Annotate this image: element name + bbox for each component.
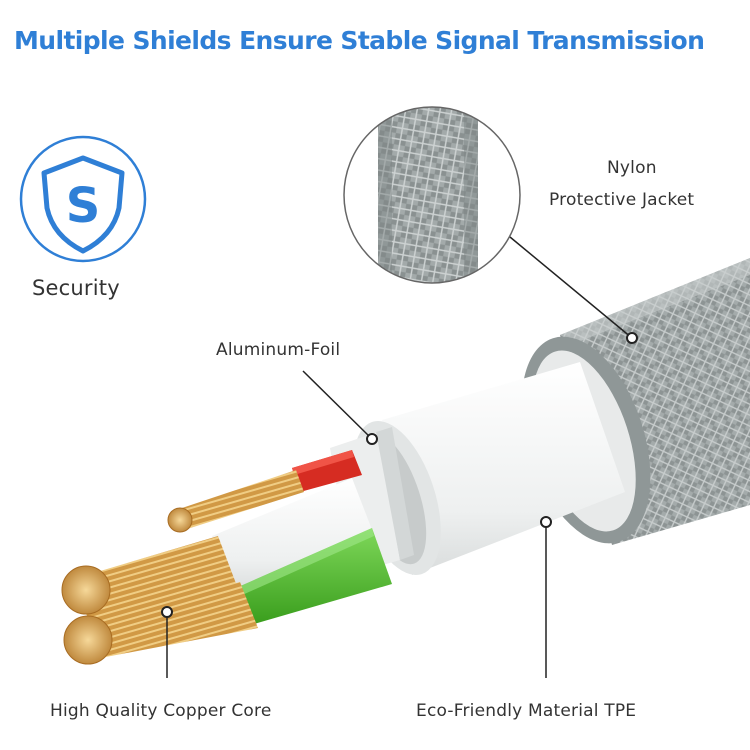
nylon-label-line1: Nylon [607, 158, 657, 178]
security-badge: S [19, 135, 147, 263]
nylon-dot [626, 332, 638, 344]
shield-letter: S [66, 178, 101, 234]
red-wire [167, 450, 362, 533]
page-title: Multiple Shields Ensure Stable Signal Tr… [14, 26, 705, 55]
foil-leader [302, 370, 373, 440]
green-wire [63, 528, 392, 665]
badge-ring [19, 135, 147, 263]
tpe-dot [540, 516, 552, 528]
foil-dot [366, 433, 378, 445]
callout-lines [161, 236, 638, 678]
copper-dot [161, 606, 173, 618]
tpe-label: Eco-Friendly Material TPE [416, 701, 637, 721]
jacket-zoom [343, 106, 521, 284]
nylon-leader [509, 236, 633, 339]
security-label: Security [32, 276, 120, 300]
zoom-ring [343, 106, 521, 284]
nylon-label-line2: Protective Jacket [549, 190, 695, 210]
foil-label: Aluminum-Foil [216, 340, 341, 360]
copper-label: High Quality Copper Core [50, 701, 272, 721]
shield-icon [41, 155, 125, 254]
